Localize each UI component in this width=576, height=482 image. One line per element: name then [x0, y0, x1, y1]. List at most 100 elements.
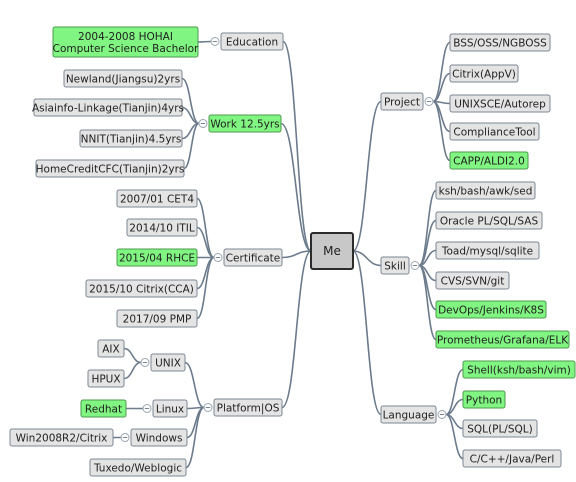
node-box [97, 339, 125, 358]
node-label: Win2008R2/Citrix [16, 433, 108, 445]
node-label: Education [226, 37, 278, 49]
node-box [435, 330, 570, 349]
node-oracle-pl-sql-sas[interactable]: Oracle PL/SQL/SAS [435, 211, 543, 230]
node-redhat[interactable]: Redhat [80, 399, 127, 418]
connector-to-aix [123, 347, 142, 364]
node-label: DevOps/Jenkins/K8S [438, 305, 544, 317]
node-label: Tuxedo/Weblogic [93, 463, 182, 475]
node-win2008r2-citrix[interactable]: Win2008R2/Citrix [9, 428, 114, 447]
node-compliancetool[interactable]: ComplianceTool [449, 122, 540, 141]
node-box [380, 256, 410, 275]
node-shell-ksh-bash-vim[interactable]: Shell(ksh/bash/vim) [462, 360, 576, 379]
node-nnit-tianjin-4-5yrs[interactable]: NNIT(Tianjin)4.5yrs [79, 129, 183, 148]
node-certificate[interactable]: Certificate [223, 248, 283, 267]
root-node-label: Me [323, 244, 341, 258]
node-box [449, 64, 519, 83]
node-hpux[interactable]: HPUX [87, 369, 125, 388]
node-2014-10-itil[interactable]: 2014/10 ITIL [126, 218, 198, 237]
node-label: Work 12.5yrs [210, 119, 279, 131]
node-cvs-svn-git[interactable]: CVS/SVN/git [435, 271, 510, 290]
node-box [223, 248, 283, 267]
node-box [449, 33, 551, 52]
node-box [150, 353, 186, 372]
node-box [462, 449, 562, 468]
node-label: ksh/bash/awk/sed [439, 186, 533, 198]
collapse-toggle-icon[interactable] [213, 253, 223, 262]
node-box [449, 122, 540, 141]
node-label: Project [384, 97, 420, 109]
node-label: BSS/OSS/NGBOSS [453, 38, 547, 50]
collapse-toggle-icon[interactable] [210, 37, 220, 46]
node-aix[interactable]: AIX [97, 339, 125, 358]
connector-to-2017-09-pmp [196, 256, 215, 320]
node-bss-oss-ngboss[interactable]: BSS/OSS/NGBOSS [449, 33, 551, 52]
node-unixsce-autorep[interactable]: UNIXSCE/Autorep [449, 94, 551, 113]
node-label: C/C++/Java/Perl [470, 454, 555, 466]
node-c-c-java-perl[interactable]: C/C++/Java/Perl [462, 449, 562, 468]
connector-to-unix [184, 361, 205, 409]
node-2017-09-pmp[interactable]: 2017/09 PMP [116, 309, 198, 328]
root-node-me[interactable]: Me [310, 232, 354, 270]
node-unix[interactable]: UNIX [150, 353, 186, 372]
connector-to-2014-10-itil [196, 226, 215, 259]
node-tuxedo-weblogic[interactable]: Tuxedo/Weblogic [89, 458, 187, 477]
node-homecreditcfc-tianjin-2yrs[interactable]: HomeCreditCFC(Tianjin)2yrs [35, 159, 185, 178]
node-box [220, 32, 284, 51]
node-label: AIX [102, 344, 119, 356]
collapse-toggle-icon[interactable] [198, 119, 208, 128]
collapse-toggle-icon[interactable] [203, 403, 213, 412]
node-windows[interactable]: Windows [130, 428, 188, 447]
node-label: 2004-2008 HOHAI [78, 31, 173, 43]
node-project[interactable]: Project [380, 92, 424, 111]
connector-to-tuxedo-weblogic [185, 406, 205, 469]
node-skill[interactable]: Skill [380, 256, 410, 275]
node-label: 2007/01 CET4 [120, 194, 194, 206]
node-label: Certificate [226, 253, 281, 265]
node-ksh-bash-awk-sed[interactable]: ksh/bash/awk/sed [435, 181, 536, 200]
node-box [63, 69, 183, 88]
node-box [208, 114, 282, 133]
node-newland-jiangsu-2yrs[interactable]: Newland(Jiangsu)2yrs [63, 69, 183, 88]
connector-to-oracle-pl-sql-sas [418, 219, 437, 267]
collapse-toggle-icon[interactable] [424, 97, 434, 106]
node-box [435, 181, 536, 200]
collapse-toggle-icon[interactable] [120, 433, 130, 442]
node-platform-os[interactable]: Platform|OS [213, 398, 283, 417]
node-box [87, 369, 125, 388]
node-label: Shell(ksh/bash/vim) [467, 365, 571, 377]
node-work-12-5yrs[interactable]: Work 12.5yrs [208, 114, 282, 133]
collapse-toggle-icon[interactable] [410, 261, 420, 270]
node-devops-jenkins-k8s[interactable]: DevOps/Jenkins/K8S [435, 300, 547, 319]
connector-to-hpux [123, 361, 142, 380]
node-2015-04-rhce[interactable]: 2015/04 RHCE [116, 248, 198, 267]
node-linux[interactable]: Linux [152, 399, 188, 418]
collapse-toggle-icon[interactable] [437, 410, 447, 419]
node-education[interactable]: Education [220, 32, 284, 51]
node-label: NNIT(Tianjin)4.5yrs [81, 134, 182, 146]
connector-to-newland-jiangsu-2yrs [181, 77, 200, 125]
node-citrix-appv[interactable]: Citrix(AppV) [449, 64, 519, 83]
node-python[interactable]: Python [462, 390, 506, 409]
node-2007-01-cet4[interactable]: 2007/01 CET4 [116, 189, 198, 208]
connector-to-homecreditcfc-tianjin-2yrs [183, 122, 200, 170]
node-label: HPUX [91, 374, 120, 386]
connector-root-to-project [352, 100, 382, 252]
node-language[interactable]: Language [380, 405, 437, 424]
node-label: 2017/09 PMP [123, 314, 192, 326]
node-box [33, 98, 183, 117]
node-2015-10-citrix-cca[interactable]: 2015/10 Citrix(CCA) [85, 279, 198, 298]
node-box [213, 398, 283, 417]
node-asiainfo-linkage-tianjin-4yrs[interactable]: Asiainfo-Linkage(Tianjin)4yrs [32, 98, 184, 117]
node-prometheus-grafana-elk[interactable]: Prometheus/Grafana/ELK [435, 330, 570, 349]
node-label: 2015/10 Citrix(CCA) [89, 284, 194, 296]
node-toad-mysql-sqlite[interactable]: Toad/mysql/sqlite [435, 241, 540, 260]
connector-root-to-language [352, 250, 382, 416]
node-box [52, 26, 199, 58]
node-sql-pl-sql[interactable]: SQL(PL/SQL) [462, 419, 538, 438]
collapse-toggle-icon[interactable] [142, 404, 152, 413]
connector-to-prometheus-grafana-elk [418, 264, 437, 341]
collapse-toggle-icon[interactable] [140, 358, 150, 367]
node-capp-aldi2-0[interactable]: CAPP/ALDI2.0 [449, 151, 529, 170]
